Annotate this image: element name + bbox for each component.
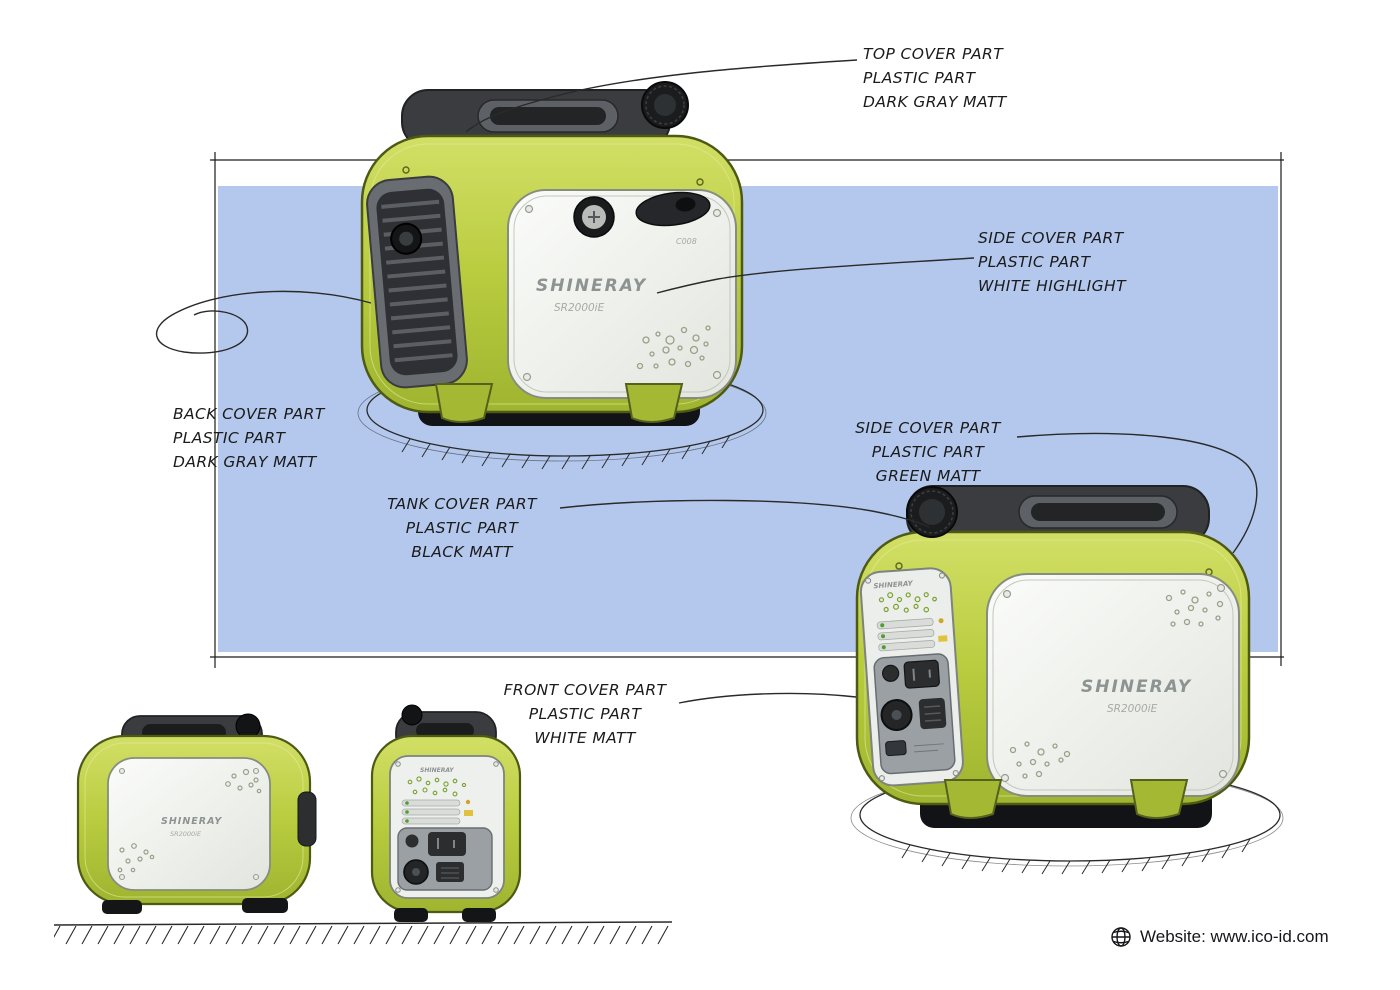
annotation-line: PLASTIC PART — [405, 519, 519, 538]
speckle-graphic — [636, 325, 711, 370]
speckle-graphic — [1009, 741, 1071, 779]
generator-perspective-front-sketch: SHINERAY — [850, 485, 1284, 875]
annotation-line: TOP COVER PART — [863, 45, 1004, 63]
annotation-line: TANK COVER PART — [387, 495, 537, 513]
foot — [102, 900, 142, 914]
annotation-line: DARK GRAY MATT — [863, 93, 1007, 112]
annotation-back-cover: BACK COVER PART PLASTIC PART DARK GRAY M… — [173, 402, 325, 474]
annotation-line: PLASTIC PART — [173, 429, 286, 448]
green-speckle-graphic — [407, 776, 467, 797]
green-speckle-graphic — [878, 592, 937, 613]
led-indicators — [401, 799, 473, 825]
generator-perspective-main-sketch: C008 SHINERAY SR2000iE — [357, 81, 767, 470]
annotation-line: WHITE MATT — [534, 729, 636, 748]
side-cover-white-part: SHINERAY SR2000iE — [107, 757, 271, 891]
annotation-line: PLASTIC PART — [871, 443, 985, 462]
annotation-line: SIDE COVER PART — [855, 419, 1001, 437]
fuel-gauge — [573, 196, 615, 238]
annotation-side-cover-white: SIDE COVER PART PLASTIC PART WHITE HIGHL… — [978, 226, 1126, 298]
annotation-line: GREEN MATT — [875, 467, 981, 486]
footer: Website: www.ico-id.com — [1110, 926, 1329, 948]
side-cover-white-part: C008 SHINERAY SR2000iE — [507, 189, 737, 399]
annotation-line: BLACK MATT — [411, 543, 513, 562]
annotation-line: FRONT COVER PART — [503, 681, 667, 699]
led-indicators — [876, 618, 948, 652]
annotation-line: PLASTIC PART — [528, 705, 642, 724]
model-label: SR2000iE — [170, 830, 202, 838]
annotation-line: PLASTIC PART — [863, 69, 976, 88]
skid-feet — [434, 383, 684, 423]
model-label: SR2000iE — [554, 302, 605, 314]
ac-outlet — [903, 659, 940, 689]
side-vent — [297, 791, 317, 847]
annotation-tank-cover: TANK COVER PART PLASTIC PART BLACK MATT — [372, 492, 552, 564]
speckle-graphic — [1165, 589, 1224, 627]
tank-cap — [906, 486, 958, 538]
tank-cap — [641, 81, 689, 129]
website-label: Website: www.ico-id.com — [1140, 927, 1329, 946]
tank-cap — [235, 713, 261, 739]
brand-logo: SHINERAY — [161, 816, 222, 827]
model-label: SR2000iE — [1107, 703, 1158, 715]
foot — [394, 908, 428, 922]
breaker-button — [882, 664, 900, 682]
annotation-line: WHITE HIGHLIGHT — [978, 277, 1126, 296]
outlet-cluster — [873, 653, 956, 775]
tank-cap — [401, 704, 423, 726]
ac-outlet — [428, 832, 466, 856]
breaker-button — [405, 834, 419, 848]
generator-front-view-sketch: SHINERAY — [370, 704, 522, 922]
brand-logo: SHINERAY — [1081, 677, 1192, 697]
annotation-line: PLASTIC PART — [978, 253, 1091, 272]
annotation-side-cover-green: SIDE COVER PART PLASTIC PART GREEN MATT — [838, 416, 1018, 488]
foot — [462, 908, 496, 922]
globe-icon — [1111, 927, 1131, 947]
skid-feet — [943, 779, 1189, 819]
annotation-front-cover: FRONT COVER PART PLASTIC PART WHITE MATT — [495, 678, 675, 750]
annotation-line: SIDE COVER PART — [978, 229, 1124, 247]
back-cover-grille-part — [366, 175, 468, 389]
outlet-cluster — [397, 827, 493, 891]
power-switch — [885, 740, 907, 757]
annotation-line: BACK COVER PART — [173, 405, 325, 423]
panel-brand-label: SHINERAY — [420, 767, 454, 774]
foot — [242, 898, 288, 913]
generator-side-view-sketch: SHINERAY SR2000iE — [76, 713, 317, 914]
front-cover-panel-part: SHINERAY — [389, 755, 505, 899]
front-cover-panel-part: SHINERAY — [859, 567, 964, 787]
panel-code-label: C008 — [676, 237, 697, 246]
panel-brand-label: SHINERAY — [873, 580, 914, 591]
annotation-top-cover: TOP COVER PART PLASTIC PART DARK GRAY MA… — [863, 42, 1007, 114]
recessed-grip — [635, 191, 711, 227]
side-cover-white-part: SHINERAY SR2000iE — [986, 573, 1240, 797]
dc-outlet — [436, 862, 464, 882]
brand-logo: SHINERAY — [536, 276, 647, 296]
annotation-line: DARK GRAY MATT — [173, 453, 317, 472]
ground-line-sketch — [53, 921, 673, 956]
